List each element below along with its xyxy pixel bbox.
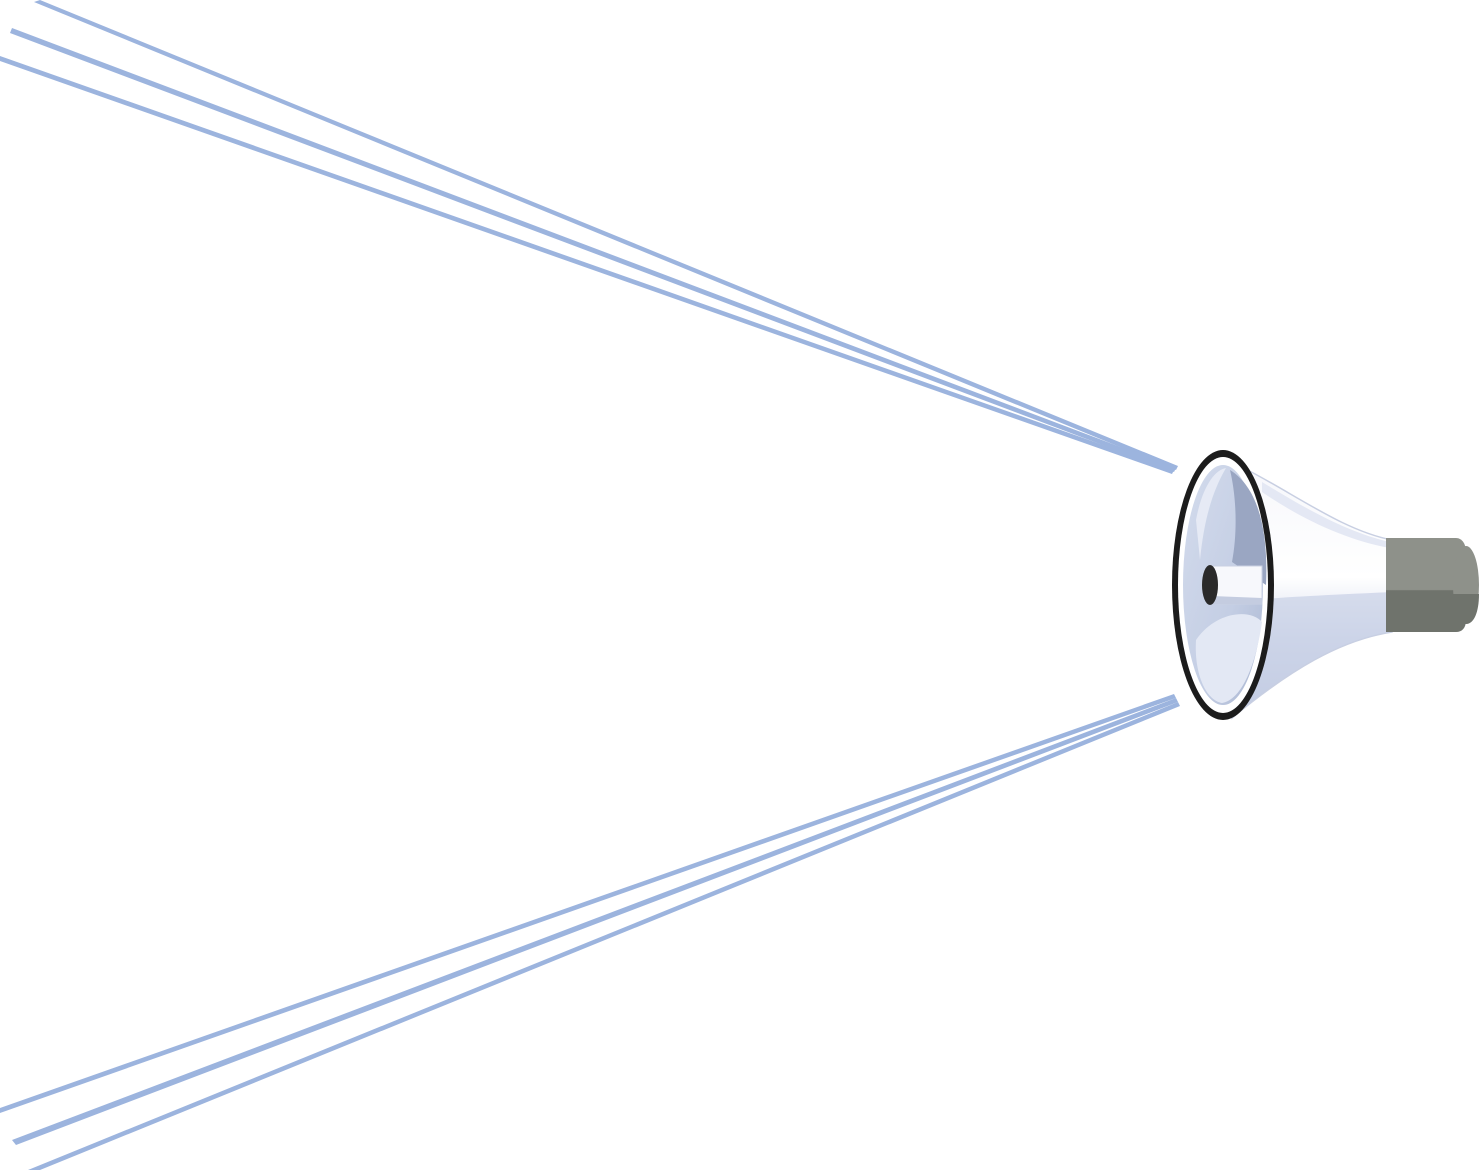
mouthpiece-hole	[1202, 565, 1218, 605]
sound-line	[0, 56, 1174, 474]
inner-tube-shadow	[1212, 596, 1262, 604]
sound-line	[12, 698, 1178, 1145]
horn-highlight	[1262, 482, 1390, 548]
bell-shadow	[1230, 470, 1267, 585]
sound-line	[34, 0, 1178, 470]
megaphone-handle	[1386, 538, 1479, 632]
sound-line	[10, 28, 1176, 472]
handle-cap-shadow	[1453, 594, 1479, 624]
bell-upper-highlight	[1196, 468, 1226, 560]
megaphone-horn	[1231, 460, 1393, 720]
sound-line	[28, 702, 1180, 1170]
megaphone-bell	[1172, 450, 1274, 720]
sound-line	[0, 694, 1176, 1113]
horn-shadow	[1240, 592, 1392, 710]
handle-body	[1386, 538, 1466, 632]
bell-highlight	[1195, 614, 1262, 703]
lower-sound-lines	[0, 694, 1180, 1170]
upper-sound-lines	[0, 0, 1178, 474]
